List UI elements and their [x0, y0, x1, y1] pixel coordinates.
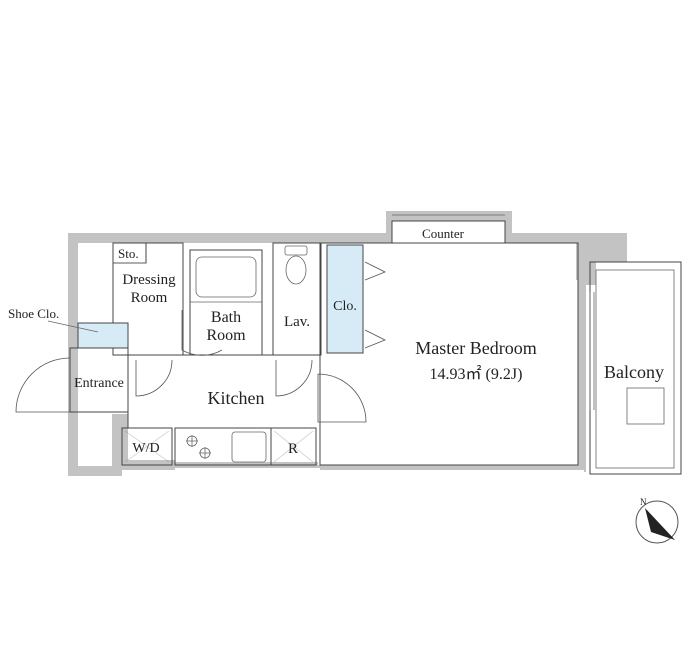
- compass-ring: [635, 500, 679, 544]
- doors: [15, 261, 386, 423]
- counter-label: Counter: [422, 226, 465, 241]
- interior-walls: [69, 214, 682, 475]
- refrigerator-cross: [273, 430, 314, 463]
- stove-burner-icon: [186, 435, 211, 459]
- bath-door: [181, 310, 223, 356]
- dressing-room-label-line2: Room: [131, 290, 168, 306]
- shoe-closet-box: [77, 322, 129, 349]
- bath-room-label-line2: Room: [206, 327, 246, 344]
- master-bedroom-label: Master Bedroom: [415, 338, 536, 358]
- dressing-door: [135, 359, 173, 397]
- shoe-closet-label: Shoe Clo.: [8, 306, 59, 321]
- refrigerator-box: [270, 427, 317, 466]
- north-arrow-icon: [645, 508, 675, 540]
- lavatory-outline: [272, 242, 322, 356]
- kitchen-counter: [174, 427, 272, 466]
- dressing-room-label-line1: Dressing: [122, 272, 176, 288]
- closet-door-bottom: [364, 329, 386, 349]
- balcony-inner: [595, 269, 675, 469]
- kitchen-label: Kitchen: [208, 388, 265, 408]
- storage-label: Sto.: [118, 246, 139, 261]
- appliances: [124, 430, 314, 463]
- shoe-closet-leader: [47, 320, 99, 333]
- refrigerator-label: R: [288, 441, 298, 457]
- entrance-outline: [69, 347, 129, 413]
- entrance-label: Entrance: [74, 376, 124, 391]
- labels: Sto. Dressing Room Bath Room Lav. Clo. C…: [8, 226, 664, 457]
- toilet-tank: [284, 245, 308, 256]
- bath-room-label-line1: Bath: [211, 309, 241, 326]
- lav-door: [275, 359, 313, 397]
- toilet-bowl: [285, 255, 307, 285]
- outer-walls: [68, 211, 627, 476]
- washer-dryer-cross: [124, 430, 170, 463]
- lavatory-label: Lav.: [284, 314, 310, 330]
- kitchen-sink: [231, 431, 267, 463]
- balcony-label: Balcony: [604, 362, 664, 382]
- counter-box: [391, 220, 506, 244]
- entrance-door: [15, 357, 71, 413]
- master-bedroom-area: 14.93㎡ (9.2J): [430, 365, 523, 383]
- washer-dryer-box: [121, 427, 173, 466]
- closet-outline: [326, 244, 364, 354]
- washer-dryer-label: W/D: [132, 441, 159, 456]
- closet-door-top: [364, 261, 386, 281]
- closet-label: Clo.: [333, 299, 357, 314]
- bathtub: [195, 256, 257, 298]
- compass: N: [635, 497, 679, 544]
- bedroom-door: [317, 373, 367, 423]
- compass-north-label: N: [640, 497, 647, 507]
- balcony-unit: [626, 387, 665, 425]
